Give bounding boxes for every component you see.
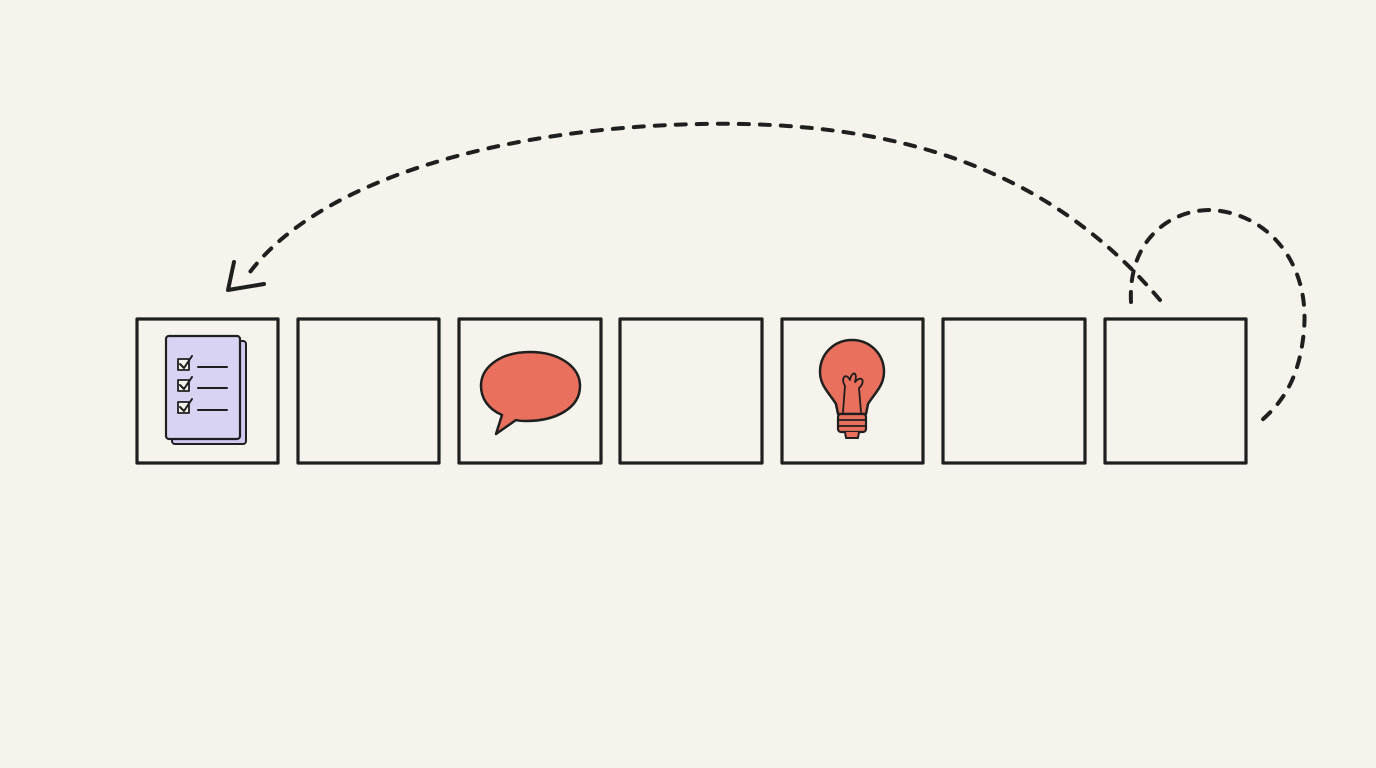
sequence-box-5 — [780, 317, 925, 465]
sequence-box-2 — [296, 317, 441, 465]
box-row — [135, 317, 1248, 465]
sequence-box-7 — [1103, 317, 1248, 465]
sequence-box-1 — [135, 317, 280, 465]
return-loop-arrow — [248, 121, 1162, 302]
sequence-box-3 — [457, 317, 603, 465]
lightbulb-icon — [818, 338, 886, 439]
sequence-box-6 — [941, 317, 1087, 465]
self-loop-arrow — [1128, 207, 1307, 422]
checklist-icon — [164, 334, 247, 445]
return-arrowhead — [226, 260, 266, 292]
speech-bubble-icon — [479, 350, 582, 436]
sequence-box-4 — [618, 317, 764, 465]
